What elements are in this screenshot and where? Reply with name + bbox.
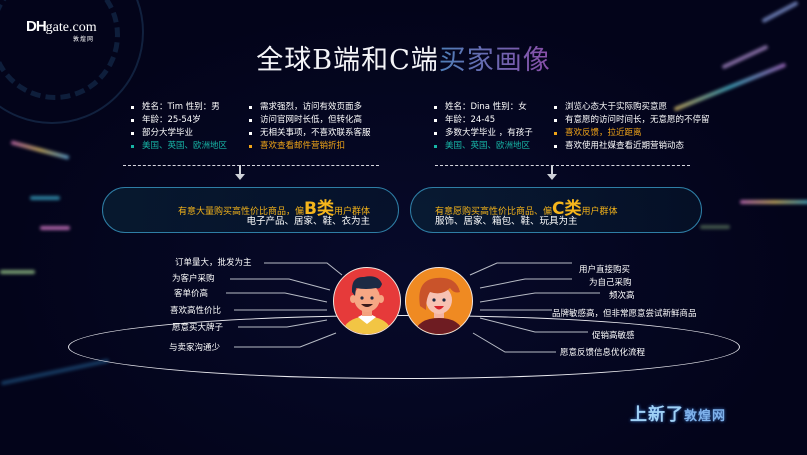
c-summary-suffix: 用户群体 bbox=[581, 207, 618, 217]
c-trait-label: 促销高敏感 bbox=[592, 331, 635, 341]
b-trait-label: 订单量大，批发为主 bbox=[175, 258, 252, 268]
b-profile-item: 美国、英国、欧洲地区 bbox=[130, 140, 227, 153]
title-part2: 买家画像 bbox=[438, 45, 551, 76]
c-trait-label: 品牌敏感高，但非常愿意尝试新鲜商品 bbox=[552, 309, 697, 319]
b-behavior-list: 需求强烈，访问有效页面多 访问官网时长低，但转化高 无相关事项，不喜欢联系客服 … bbox=[248, 101, 371, 153]
title-part1: 全球B端和C端 bbox=[256, 45, 439, 76]
logo-dh: DH bbox=[26, 18, 47, 35]
b-trait-label: 愿意买大牌子 bbox=[172, 323, 224, 333]
light-streak bbox=[700, 225, 730, 229]
c-profile-list: 姓名：Dina 性别：女 年龄：24-45 多数大学毕业 ，有孩子 美国、英国、… bbox=[433, 101, 533, 153]
b-summary-pill: 有意大量购买高性价比商品，偏B类用户群体 电子产品、居家、鞋、衣为主 bbox=[102, 187, 399, 233]
tech-ring-decoration bbox=[0, 0, 120, 100]
light-streak bbox=[40, 226, 70, 230]
c-summary-line1: 有意愿购买高性价比商品、偏C类用户群体 bbox=[435, 194, 618, 219]
c-trait-label: 愿意反馈信息优化流程 bbox=[560, 348, 646, 358]
c-summary-prefix: 有意愿购买高性价比商品、偏 bbox=[435, 207, 553, 217]
c-behavior-item: 喜欢使用社媒查看近期营销动态 bbox=[553, 140, 710, 153]
c-summary-line2: 服饰、居家、箱包、鞋、玩具为主 bbox=[435, 216, 578, 227]
c-profile-item: 美国、英国、欧洲地区 bbox=[433, 140, 533, 153]
b-behavior-item: 无相关事项，不喜欢联系客服 bbox=[248, 127, 371, 140]
c-behavior-list: 浏览心态大于实际购买意愿 有意愿的访问时间长，无意愿的不停留 喜欢反馈，拉近距离… bbox=[553, 101, 710, 153]
b-profile-item: 部分大学毕业 bbox=[130, 127, 227, 140]
b-trait-label: 喜欢高性价比 bbox=[170, 306, 222, 316]
b-behavior-item: 访问官网时长低，但转化高 bbox=[248, 114, 371, 127]
b-profile-item: 年龄：25-54岁 bbox=[130, 114, 227, 127]
shangxinle-brand-logo: 上新了敦煌网 bbox=[630, 400, 726, 425]
male-buyer-avatar-icon bbox=[333, 267, 401, 335]
b-summary-line2: 电子产品、居家、鞋、衣为主 bbox=[246, 216, 370, 227]
c-profile-item: 年龄：24-45 bbox=[433, 114, 533, 127]
page-title: 全球B端和C端买家画像 bbox=[0, 38, 807, 77]
c-trait-label: 用户直接购买 bbox=[579, 265, 631, 275]
female-buyer-avatar-icon bbox=[405, 267, 473, 335]
dhgate-logo: DHgate.com 敦煌网 bbox=[26, 18, 97, 43]
b-trait-label: 客单价高 bbox=[174, 289, 209, 299]
c-profile-item: 姓名：Dina 性别：女 bbox=[433, 101, 533, 114]
b-trait-label: 为客户采购 bbox=[172, 274, 215, 284]
b-trait-label: 与卖家沟通少 bbox=[169, 343, 221, 353]
b-behavior-item: 需求强烈，访问有效页面多 bbox=[248, 101, 371, 114]
b-profile-list: 姓名：Tim 性别：男 年龄：25-54岁 部分大学毕业 美国、英国、欧洲地区 bbox=[130, 101, 227, 153]
c-behavior-item: 喜欢反馈，拉近距离 bbox=[553, 127, 710, 140]
b-summary-line1: 有意大量购买高性价比商品，偏B类用户群体 bbox=[178, 194, 370, 219]
logo-subtitle: 敦煌网 bbox=[73, 37, 95, 43]
light-streak bbox=[30, 196, 60, 200]
c-summary-pill: 有意愿购买高性价比商品、偏C类用户群体 服饰、居家、箱包、鞋、玩具为主 bbox=[410, 187, 702, 233]
brand-text: 上新了 bbox=[630, 405, 684, 425]
b-profile-item: 姓名：Tim 性别：男 bbox=[130, 101, 227, 114]
c-behavior-item: 浏览心态大于实际购买意愿 bbox=[553, 101, 710, 114]
c-profile-item: 多数大学毕业 ，有孩子 bbox=[433, 127, 533, 140]
logo-gate: gate.com bbox=[45, 20, 97, 35]
divider-dashed bbox=[435, 165, 690, 166]
down-arrow-icon bbox=[547, 165, 557, 180]
platform-ellipse bbox=[68, 315, 740, 379]
b-summary-suffix: 用户群体 bbox=[333, 207, 370, 217]
c-behavior-item: 有意愿的访问时间长，无意愿的不停留 bbox=[553, 114, 710, 127]
light-streak bbox=[740, 200, 807, 204]
divider-dashed bbox=[123, 165, 379, 166]
down-arrow-icon bbox=[235, 165, 245, 180]
light-streak bbox=[0, 270, 35, 274]
brand-sub: 敦煌网 bbox=[684, 409, 727, 424]
c-trait-label: 频次高 bbox=[609, 291, 635, 301]
c-category-label: C类 bbox=[552, 199, 582, 219]
b-category-label: B类 bbox=[304, 199, 334, 219]
c-trait-label: 为自己采购 bbox=[589, 278, 632, 288]
b-behavior-item: 喜欢查看邮件营销折扣 bbox=[248, 140, 371, 153]
b-summary-prefix: 有意大量购买高性价比商品，偏 bbox=[178, 207, 305, 217]
